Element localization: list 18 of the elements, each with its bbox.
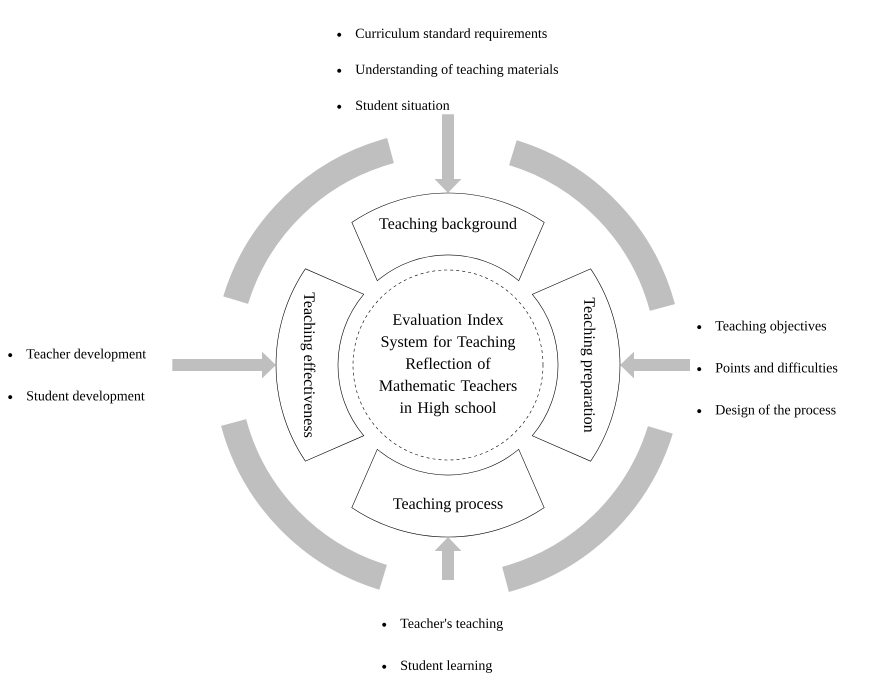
node-label: Teacher development — [26, 348, 146, 362]
bullet-list: Teacher's teaching Student learning — [382, 618, 503, 673]
node-label: Student situation — [356, 100, 450, 110]
node-label: Teacher's teaching — [400, 618, 503, 631]
bullet-list: Teaching objectives Points and difficulties Design of the process — [697, 320, 838, 418]
node-label: Design of the process — [716, 404, 836, 418]
sector-box: Teaching effectiveness — [276, 268, 364, 462]
sector-box: Teaching process — [352, 449, 544, 538]
node-label: Curriculum standard requirements — [356, 28, 547, 41]
sector-box: Teaching background — [352, 192, 544, 281]
node-label: Points and difficulties — [716, 362, 838, 372]
node-label: Teaching objectives — [715, 320, 826, 334]
sector-box: Teaching preparation — [532, 268, 620, 462]
node-label: Understanding of teaching materials — [356, 64, 558, 77]
node-label: Student learning — [401, 660, 492, 673]
node-label: Student development — [27, 390, 145, 404]
bullet-list: Curriculum standard requirements Understanding of teaching materials Student situation — [337, 28, 558, 110]
bullet-list: Teacher development Student development — [8, 348, 146, 404]
